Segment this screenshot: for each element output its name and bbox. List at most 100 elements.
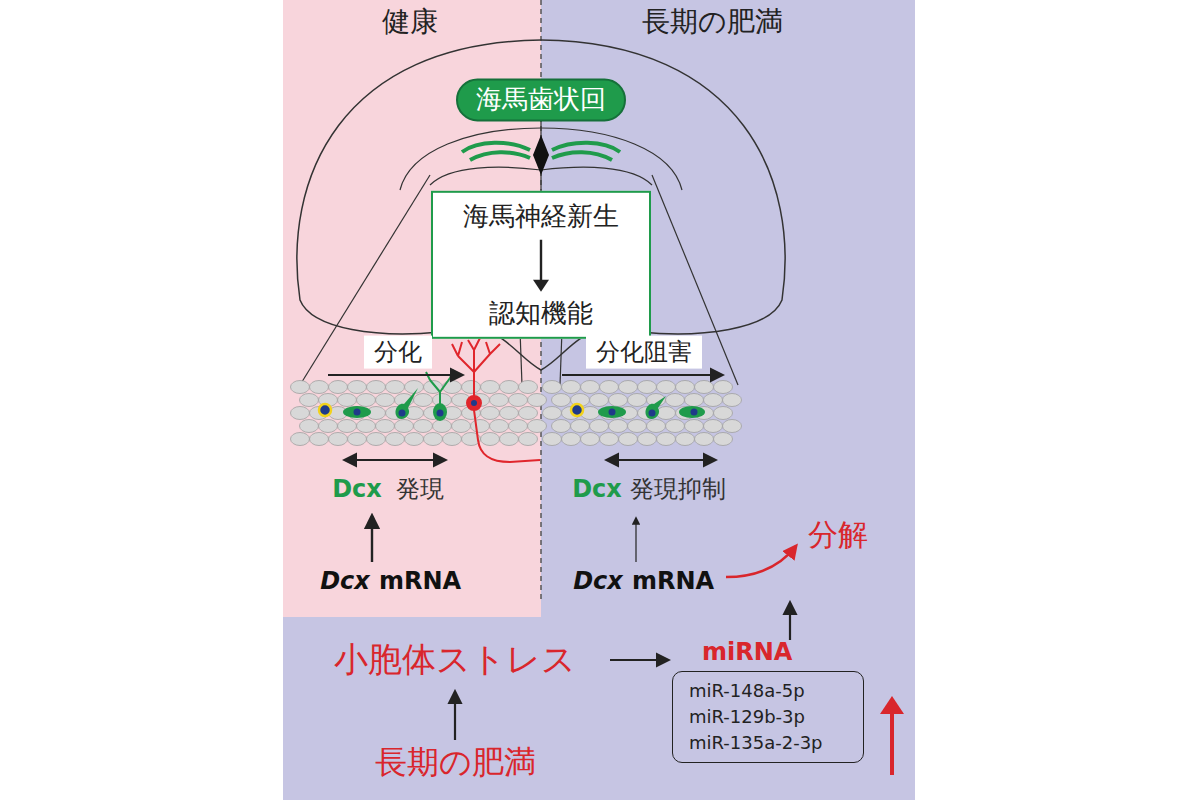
granule-cell [329, 381, 348, 394]
up-arrow [789, 603, 791, 640]
granule-cell [581, 381, 600, 394]
granule-cell [609, 394, 628, 407]
granule-cell [414, 394, 433, 407]
granule-cell [367, 433, 386, 446]
granule-cell [685, 420, 704, 433]
granule-cell [509, 394, 528, 407]
node-text: 分化 [374, 338, 422, 367]
granule-cell [395, 420, 414, 433]
increase-arrow [890, 712, 894, 775]
differentiation-arrow [328, 374, 462, 376]
neuron-nucleus [471, 400, 477, 406]
granule-cell [386, 433, 405, 446]
node-text: 認知機能 [463, 298, 619, 329]
label-patch: 分化阻害 [586, 336, 702, 369]
gene-name: Dcx [332, 476, 382, 504]
granule-cell [600, 433, 619, 446]
granule-cell [481, 407, 500, 420]
granule-cell [562, 433, 581, 446]
granule-cell [676, 381, 695, 394]
weak-up-arrow [635, 518, 636, 562]
granule-cell [367, 381, 386, 394]
degradation-label: 分解 [808, 518, 868, 553]
granule-cell [723, 420, 742, 433]
panel-title: 健康 [382, 6, 438, 38]
granule-cell [424, 433, 443, 446]
granule-cell [704, 394, 723, 407]
granule-cell [666, 394, 685, 407]
mature-neuron [452, 338, 540, 462]
granule-cell [647, 420, 666, 433]
arrow-head [533, 280, 549, 292]
granule-cell [348, 433, 367, 446]
granule-cell [500, 433, 519, 446]
node-text: 海馬神経新生 [463, 201, 619, 232]
granule-cell [348, 381, 367, 394]
dcx-range-arrow [607, 459, 715, 461]
granule-cell [723, 394, 742, 407]
down-arrow [521, 232, 561, 298]
granule-cell [528, 394, 547, 407]
dentate-gyrus [552, 152, 612, 160]
granule-cell [357, 420, 376, 433]
right-arrow [610, 659, 668, 661]
granule-cell [562, 381, 581, 394]
degradation-arrow [726, 546, 796, 577]
node-text: 分化阻害 [596, 338, 692, 367]
gene-name: Dcx [573, 568, 623, 596]
granule-cell [310, 433, 329, 446]
granule-cell [481, 381, 500, 394]
granule-cell [291, 407, 310, 420]
granule-cell [543, 433, 562, 446]
granule-cell [519, 407, 538, 420]
granule-cell [519, 433, 538, 446]
ventricle-mark [533, 135, 549, 175]
granule-cell [581, 433, 600, 446]
granule-cell [666, 420, 685, 433]
inhibited-differentiation-arrow [562, 374, 722, 376]
granule-cell [619, 433, 638, 446]
region-pill: 海馬歯状回 [456, 78, 626, 121]
granule-cell [338, 394, 357, 407]
panel-title: 長期の肥満 [642, 6, 783, 38]
granule-cell [628, 394, 647, 407]
granule-cell [500, 381, 519, 394]
mirna-list-box: miR-148a-5pmiR-129b-3pmiR-135a-2-3p [672, 671, 864, 763]
mirna-name: miR-129b-3p [689, 704, 847, 730]
granule-cell [685, 394, 704, 407]
granule-cell [704, 420, 723, 433]
gene-name: Dcx [320, 568, 370, 596]
granule-cell [638, 381, 657, 394]
granule-cell [443, 381, 462, 394]
expression-label: 発現 [396, 476, 444, 504]
granule-cell [481, 433, 500, 446]
granule-cell [310, 381, 329, 394]
molecule-label: mRNA [632, 568, 714, 596]
granule-cell [291, 381, 310, 394]
dentate-gyrus [470, 152, 530, 160]
granule-cell [714, 407, 733, 420]
mirna-box: miRNA miR-148a-5pmiR-129b-3pmiR-135a-2-3p [672, 638, 864, 763]
granule-cell [329, 433, 348, 446]
process-box: 海馬神経新生認知機能 [431, 191, 651, 339]
granule-cell [657, 407, 676, 420]
granule-cell [376, 420, 395, 433]
dcx-range-arrow [345, 459, 445, 461]
granule-cell [609, 420, 628, 433]
granule-cell [452, 420, 471, 433]
granule-cell [600, 381, 619, 394]
mirna-heading: miRNA [672, 638, 864, 667]
granule-cell [490, 420, 509, 433]
granule-cell [405, 381, 424, 394]
label-patch: 分化 [364, 336, 432, 369]
granule-cell [319, 420, 338, 433]
granule-cell [376, 394, 395, 407]
expression-label: 発現抑制 [630, 476, 726, 504]
granule-cell [300, 420, 319, 433]
granule-cell [357, 394, 376, 407]
mirna-name: miR-135a-2-3p [689, 730, 847, 756]
cause-label: 長期の肥満 [375, 744, 536, 781]
granule-cell [291, 433, 310, 446]
arrow-shaft [540, 240, 542, 284]
granule-cell-layer [291, 381, 742, 446]
